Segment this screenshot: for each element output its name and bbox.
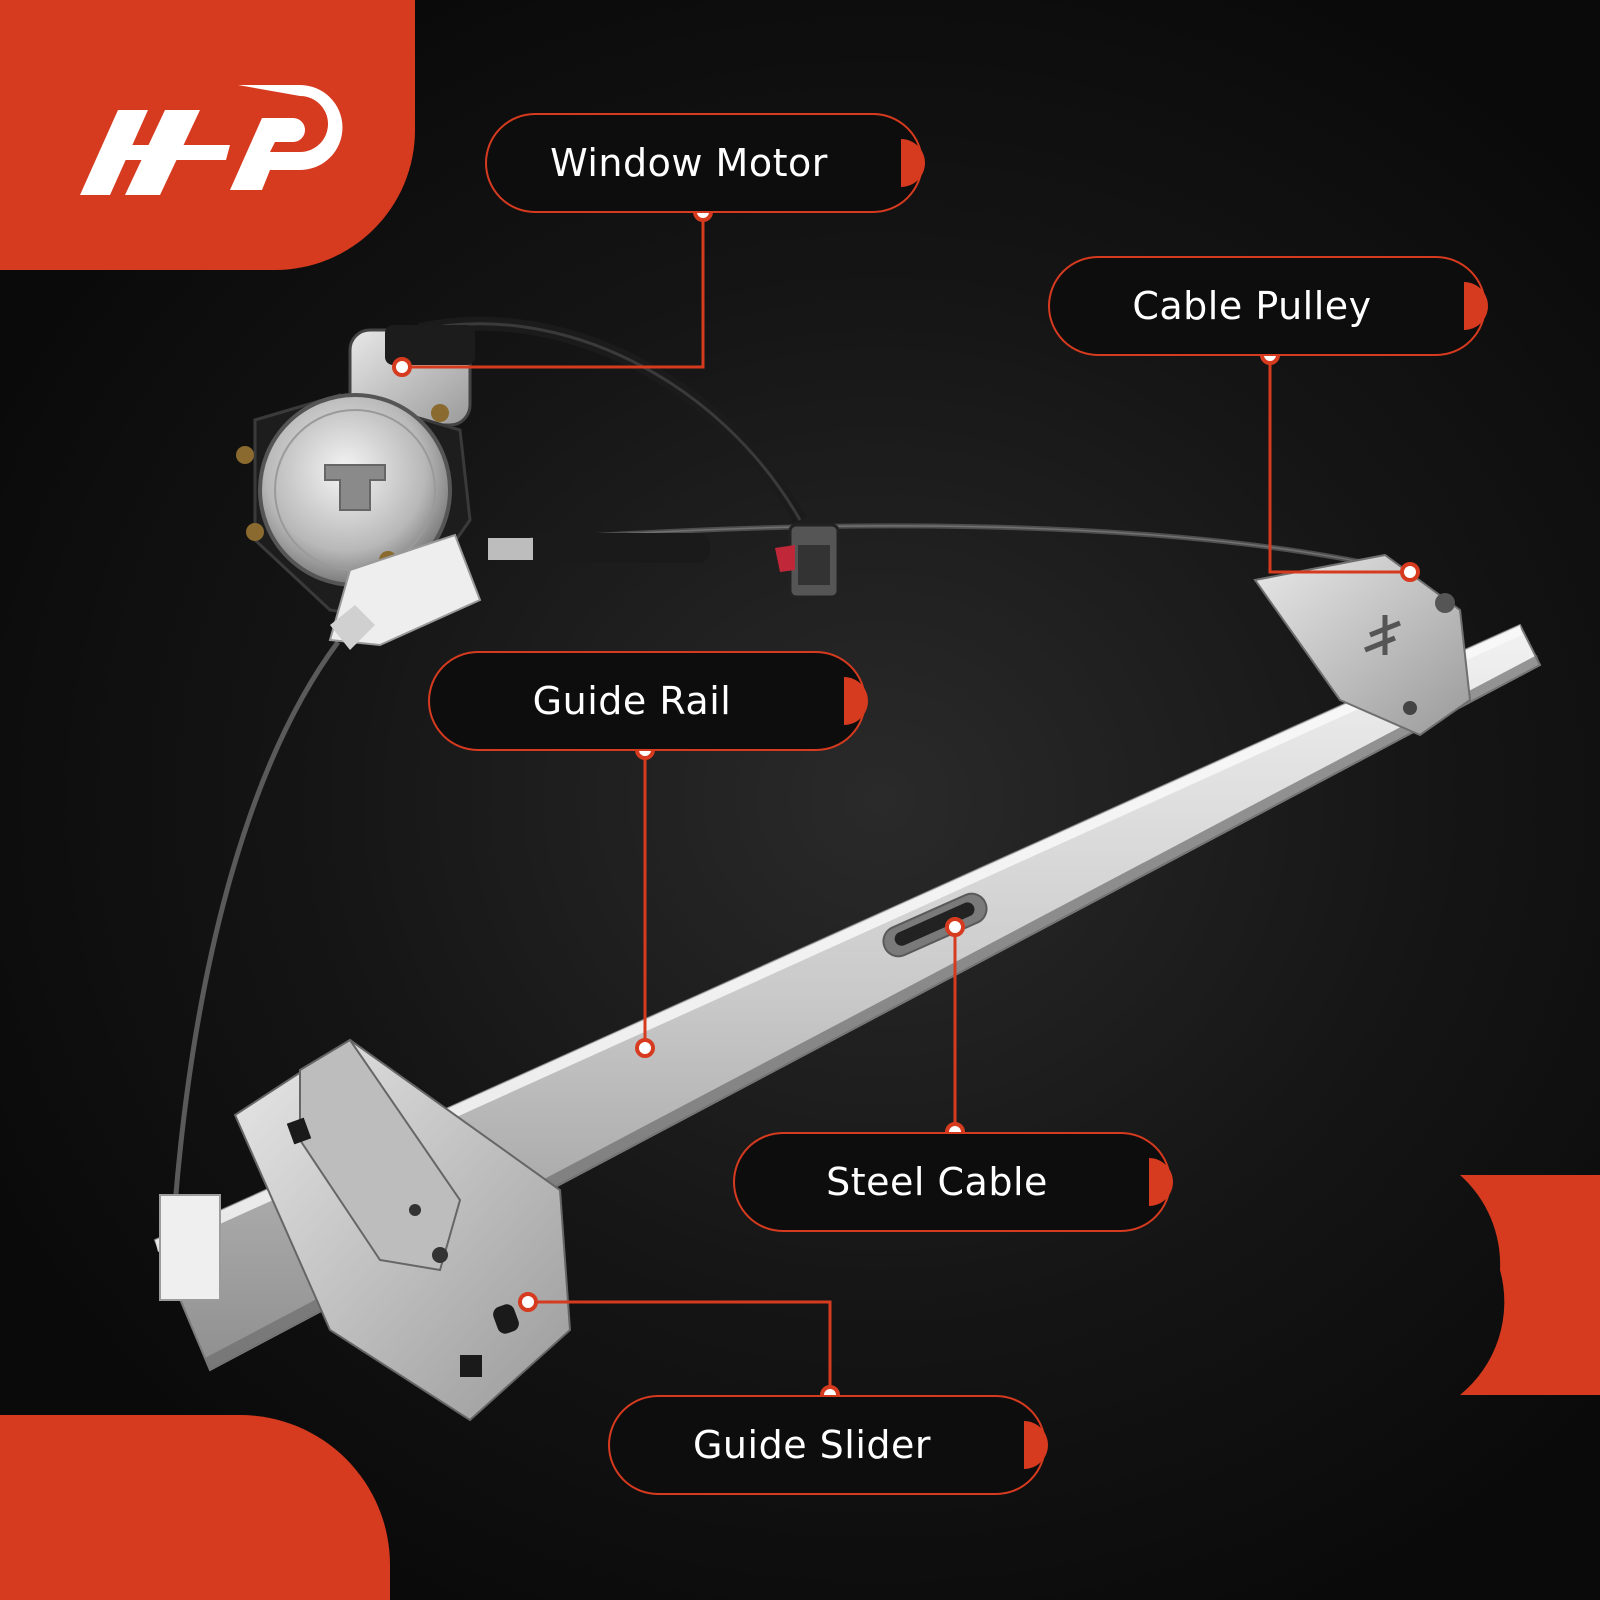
logo-mark — [80, 85, 343, 195]
label-guide-slider: Guide Slider — [608, 1395, 1048, 1495]
corner-top-left — [0, 0, 415, 270]
pill-cap-icon — [1024, 1421, 1048, 1469]
pulley-bracket — [1253, 553, 1472, 737]
label-cable-pulley-text: Cable Pulley — [1132, 284, 1372, 328]
wire-harness — [418, 316, 807, 524]
leader-cable-pulley — [1268, 355, 1410, 574]
leader-guide-slider — [528, 1300, 832, 1395]
label-window-motor: Window Motor — [485, 113, 925, 213]
window-motor — [236, 325, 482, 650]
pill-cap-icon — [844, 677, 868, 725]
pill-cap-icon — [1149, 1158, 1173, 1206]
pill-cap-icon — [1464, 282, 1488, 330]
steel-cable-arc — [172, 640, 341, 1206]
corner-right — [1460, 1175, 1600, 1395]
label-steel-cable: Steel Cable — [733, 1132, 1173, 1232]
corner-bottom-left — [0, 1415, 390, 1600]
pill-cap-icon — [901, 139, 925, 187]
label-guide-rail: Guide Rail — [428, 651, 868, 751]
slider-end-cap — [159, 1194, 221, 1301]
label-window-motor-text: Window Motor — [550, 141, 828, 185]
label-cable-pulley: Cable Pulley — [1048, 256, 1488, 356]
label-guide-slider-text: Guide Slider — [692, 1423, 932, 1467]
label-steel-cable-text: Steel Cable — [826, 1160, 1048, 1204]
label-guide-rail-text: Guide Rail — [532, 679, 732, 723]
leader-window-motor — [402, 212, 705, 369]
